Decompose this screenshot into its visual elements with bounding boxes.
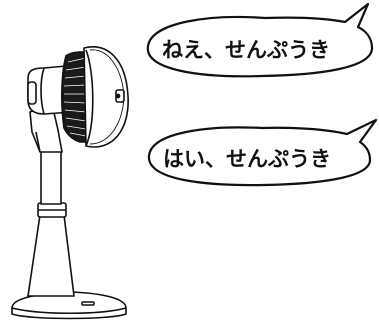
fan-stand-collar [37, 202, 67, 218]
speech-bubble-1-text: ねえ、せんぷうき [162, 38, 330, 62]
fan-stand-lower [27, 214, 75, 297]
speech-bubble-2 [147, 118, 378, 187]
fan-rear-grill [61, 51, 89, 143]
fan-front-guard [83, 46, 129, 148]
fan-motor-housing [27, 65, 73, 115]
speech-bubble-1 [146, 2, 374, 78]
fan-icon [11, 46, 129, 320]
fan-base [11, 291, 127, 320]
speech-bubble-2-text: はい、せんぷうき [163, 147, 331, 171]
fan-stand-pole [40, 149, 62, 205]
